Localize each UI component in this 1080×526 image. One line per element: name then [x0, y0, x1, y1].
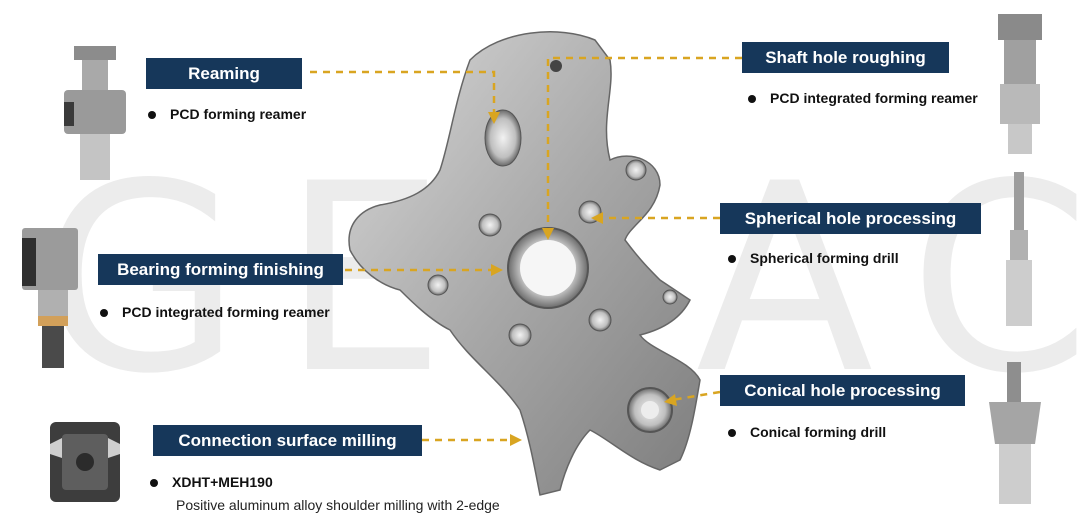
tool-name: Spherical forming drill	[750, 250, 899, 266]
tool-item-bearing-forming-finishing: PCD integrated forming reamer	[100, 304, 330, 320]
label-bearing-forming-finishing: Bearing forming finishing	[98, 254, 343, 285]
dashed-arrows	[310, 56, 742, 442]
tool-name: PCD integrated forming reamer	[122, 304, 330, 320]
tool-name: PCD integrated forming reamer	[770, 90, 978, 106]
knuckle-body	[348, 31, 701, 496]
tool-item-conical-hole-processing: Conical forming drill	[728, 424, 886, 440]
pcd-forming-reamer-image	[64, 46, 126, 180]
shaft-hole-reamer-image	[998, 14, 1042, 154]
bullet-dot	[748, 95, 756, 104]
label-spherical-hole-processing: Spherical hole processing	[720, 203, 981, 234]
tool-item-connection-surface-milling: XDHT+MEH190	[150, 474, 273, 490]
bullet-dot	[148, 111, 156, 120]
label-reaming: Reaming	[146, 58, 302, 89]
tool-name: Conical forming drill	[750, 424, 887, 440]
bullet-dot	[100, 309, 108, 318]
conical-forming-drill-image	[989, 362, 1041, 504]
bullet-dot	[728, 429, 736, 438]
arrow-heads	[488, 112, 677, 446]
label-connection-surface-milling: Connection surface milling	[153, 425, 422, 456]
tool-description: Positive aluminum alloy shoulder milling…	[176, 497, 500, 513]
label-conical-hole-processing: Conical hole processing	[720, 375, 965, 406]
bullet-dot	[150, 479, 158, 488]
tool-name: XDHT+MEH190	[172, 474, 273, 490]
tool-item-reaming: PCD forming reamer	[148, 106, 306, 122]
bullet-dot	[728, 255, 736, 264]
bearing-finishing-reamer-image	[22, 228, 78, 368]
tool-item-spherical-hole-processing: Spherical forming drill	[728, 250, 899, 266]
spherical-forming-drill-image	[1006, 172, 1032, 326]
label-shaft-hole-roughing: Shaft hole roughing	[742, 42, 949, 73]
tool-name: PCD forming reamer	[170, 106, 307, 122]
shoulder-milling-cutter-image	[50, 422, 120, 502]
tool-item-shaft-hole-roughing: PCD integrated forming reamer	[748, 90, 978, 106]
